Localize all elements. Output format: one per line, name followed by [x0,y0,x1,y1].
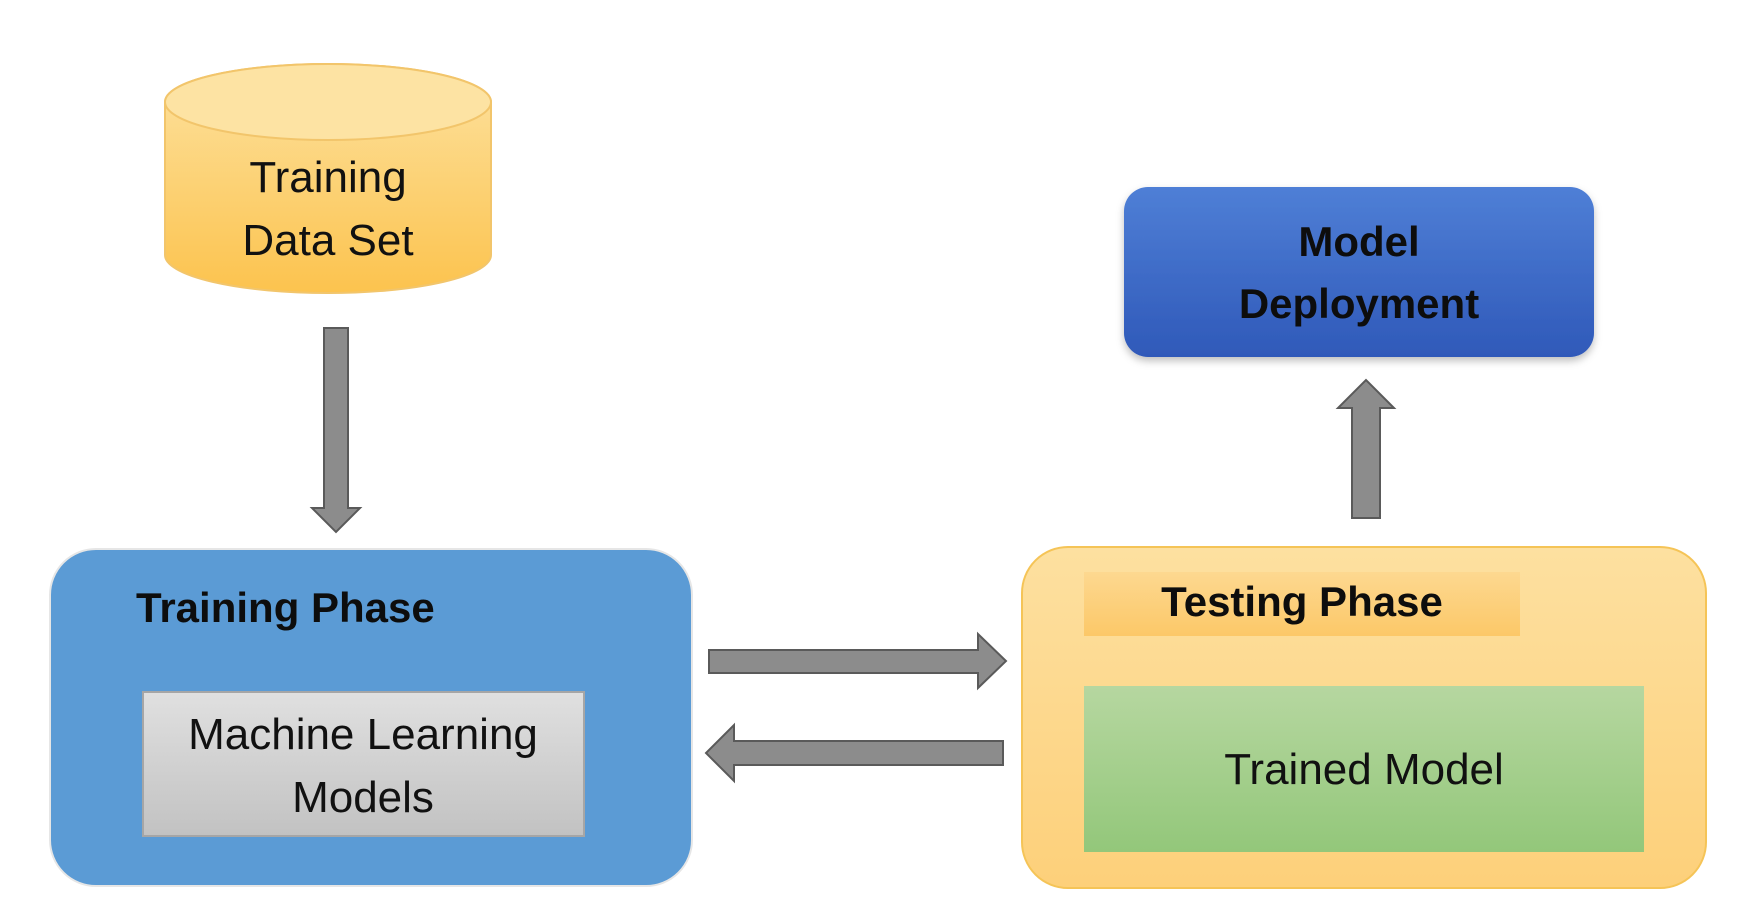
training-phase-title: Training Phase [136,584,435,631]
arrow-down-to-training [309,327,363,534]
model-deployment-box: Model Deployment [1124,187,1594,357]
model-deployment-label-line2: Deployment [1239,280,1479,327]
testing-phase-title: Testing Phase [1161,578,1443,625]
machine-learning-models-label-line1: Machine Learning [188,710,538,759]
machine-learning-models-label-line2: Models [292,773,434,822]
testing-phase-box: Testing Phase Trained Model [1021,546,1707,889]
training-phase-box: Training Phase Machine Learning Models [49,548,693,887]
testing-phase-title-band [1084,572,1520,636]
trained-model-box: Trained Model [1084,686,1644,852]
arrow-up-to-deployment [1335,378,1397,519]
model-deployment-label-line1: Model [1298,218,1419,265]
trained-model-label: Trained Model [1224,745,1504,794]
training-data-set-label-line2: Data Set [242,216,413,265]
arrow-right-to-testing [708,631,1008,691]
training-data-set-label-line1: Training [249,153,406,202]
machine-learning-models-box: Machine Learning Models [142,691,585,837]
training-data-set-cylinder: Training Data Set [164,63,492,294]
arrow-left-to-training [704,722,1004,784]
